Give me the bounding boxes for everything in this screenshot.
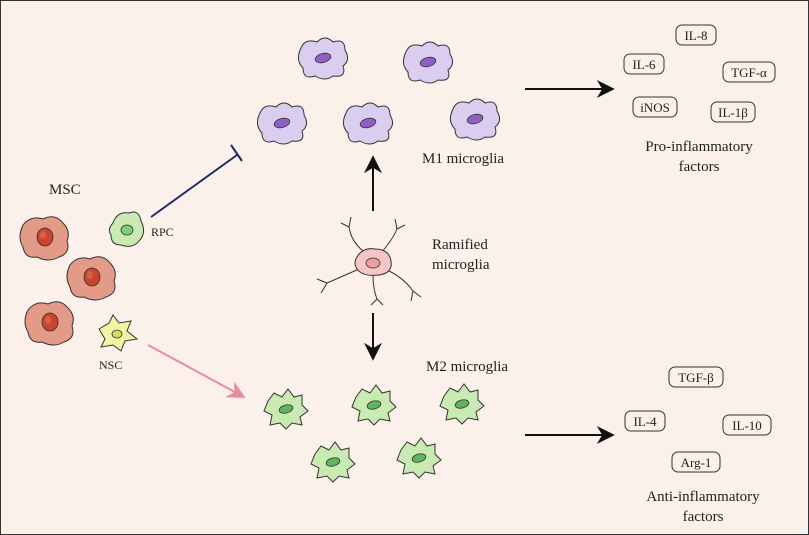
m2-label: M2 microglia <box>426 359 508 375</box>
anti-inflammatory-label-line1: Anti-inflammatory <box>646 489 760 505</box>
nsc-cell <box>98 314 139 352</box>
rpc-label: RPC <box>151 225 174 239</box>
svg-text:Arg-1: Arg-1 <box>681 455 712 470</box>
svg-text:TGF-β: TGF-β <box>678 370 714 385</box>
m1-cell <box>449 98 501 141</box>
factor-box-il10: IL-10 <box>722 414 772 436</box>
svg-text:IL-10: IL-10 <box>732 418 762 433</box>
nsc-to-m2-arrow <box>147 344 246 398</box>
msc-label: MSC <box>49 182 81 198</box>
factor-box-il4: IL-4 <box>624 410 666 432</box>
ramified-nucleus <box>365 257 381 269</box>
factor-box-arg1: Arg-1 <box>671 451 721 473</box>
factor-box-tgf-alpha: TGF-α <box>722 61 776 83</box>
m1-label: M1 microglia <box>422 151 504 167</box>
inhibition-line <box>150 144 243 218</box>
nsc-label: NSC <box>99 358 122 372</box>
ramified-label-line2: microglia <box>432 257 490 273</box>
m2-cell <box>439 383 485 425</box>
factor-box-il6: IL-6 <box>623 53 665 75</box>
pro-inflammatory-label-line1: Pro-inflammatory <box>645 139 753 155</box>
svg-text:IL-8: IL-8 <box>684 28 707 43</box>
svg-text:IL-4: IL-4 <box>633 414 657 429</box>
svg-text:IL-6: IL-6 <box>632 57 656 72</box>
m1-cell <box>342 102 394 145</box>
factor-box-il1beta: IL-1β <box>710 101 756 123</box>
factor-box-il8: IL-8 <box>675 24 717 46</box>
m1-cell <box>402 41 454 84</box>
m1-cell <box>256 102 308 145</box>
m2-cell <box>396 437 442 479</box>
rpc-cell <box>108 211 145 247</box>
pro-inflammatory-label-line2: factors <box>679 159 720 175</box>
factor-box-tgf-beta: TGF-β <box>668 366 724 388</box>
msc-cell <box>19 216 69 261</box>
m2-cell <box>263 388 309 430</box>
svg-text:TGF-α: TGF-α <box>731 65 767 80</box>
svg-text:iNOS: iNOS <box>640 100 670 115</box>
svg-text:IL-1β: IL-1β <box>718 105 748 120</box>
msc-cell <box>24 301 74 346</box>
msc-cell <box>66 256 116 301</box>
m2-cell <box>310 441 356 483</box>
ramified-label-line1: Ramified <box>432 237 488 253</box>
m2-cell <box>351 384 397 426</box>
anti-inflammatory-label-line2: factors <box>683 509 724 525</box>
m1-cell <box>297 37 349 80</box>
factor-box-inos: iNOS <box>632 96 678 118</box>
